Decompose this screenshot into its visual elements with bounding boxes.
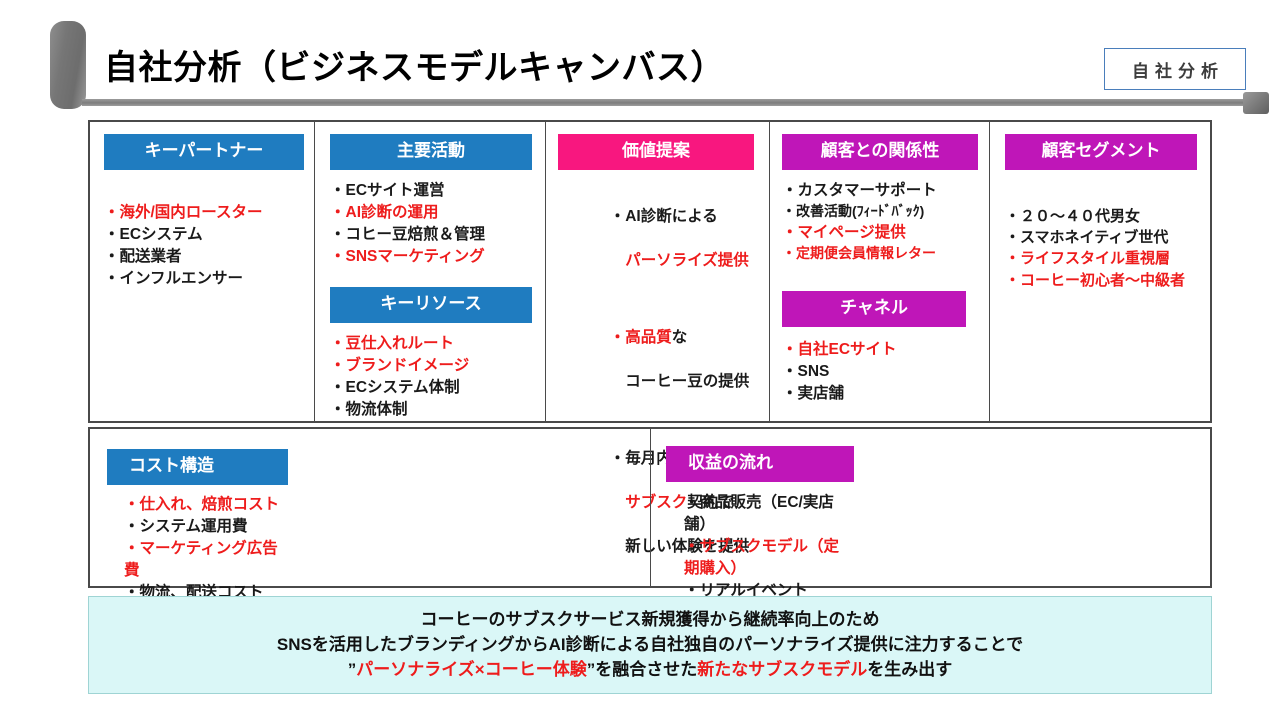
list-item: ・豆仕入れルート xyxy=(330,334,455,352)
list-item: ・物流体制 xyxy=(330,400,408,418)
section-title-key-resources: キーリソース xyxy=(330,287,532,323)
list-item-text: コーヒー豆の提供 xyxy=(609,372,750,390)
list-item: ・定期便会員情報レター xyxy=(782,244,936,261)
list-item: ・インフルエンサー xyxy=(104,269,244,287)
spacer xyxy=(558,294,754,305)
list-item-text: 契約で xyxy=(687,493,734,511)
spacer xyxy=(558,415,754,426)
item-list-customer-segments: ・２０～４０代男女 ・スマホネイティブ世代 ・ライフスタイル重視層 ・コーヒー初… xyxy=(1005,206,1197,291)
list-item: ・仕入れ、焙煎コスト xyxy=(124,495,280,513)
section-channels: チャネル ・自社ECサイト ・SNS ・実店舗 xyxy=(782,291,966,405)
section-key-partners: キーパートナー ・海外/国内ロースター ・ECシステム ・配送業者 ・インフルエ… xyxy=(104,134,304,290)
section-title-key-partners: キーパートナー xyxy=(104,134,304,170)
section-key-activities: 主要活動 ・ECサイト運営 ・AI診断の運用 ・コヒー豆焙煎＆管理 ・SNSマー… xyxy=(330,134,532,268)
list-item: ・ECシステム xyxy=(104,225,203,243)
section-customer-segments: 顧客セグメント ・２０～４０代男女 ・スマホネイティブ世代 ・ライフスタイル重視… xyxy=(1005,134,1197,291)
section-title-key-activities: 主要活動 xyxy=(330,134,532,170)
section-title-customer-segments: 顧客セグメント xyxy=(1005,134,1197,170)
header-decoration-knob xyxy=(50,21,86,109)
item-list-customer-relationships: ・カスタマーサポート ・改善活動(ﾌｨｰﾄﾞﾊﾞｯｸ) ・マイページ提供 ・定期… xyxy=(782,180,978,264)
list-item: ・SNSマーケティング xyxy=(330,247,485,265)
header-badge: 自社分析 xyxy=(1104,48,1246,90)
summary-line-1: コーヒーのサブスクサービス新規獲得から継続率向上のため xyxy=(420,609,880,629)
item-list-key-partners: ・海外/国内ロースター ・ECシステム ・配送業者 ・インフルエンサー xyxy=(104,202,304,290)
section-title-revenue-streams: 収益の流れ xyxy=(666,446,854,482)
summary-text: ”を融合させた xyxy=(586,660,698,680)
list-item: ・AI診断の運用 xyxy=(330,203,439,221)
canvas-column-revenue-streams: 収益の流れ ・商品販売（EC/実店舗） ・サブスクモデル（定期購入） ・リアルイ… xyxy=(651,429,1210,599)
list-item: ・システム運用費 xyxy=(124,517,248,535)
list-item-text: ・AI診断による xyxy=(609,207,718,225)
summary-text-highlight: パーソナライズ×コーヒー体験 xyxy=(356,660,587,680)
item-list-channels: ・自社ECサイト ・SNS ・実店舗 xyxy=(782,339,966,405)
section-title-value-proposition: 価値提案 xyxy=(558,134,754,170)
section-key-resources: キーリソース ・豆仕入れルート ・ブランドイメージ ・ECシステム体制 ・物流体… xyxy=(330,287,532,421)
summary-text: を生み出す xyxy=(867,660,953,680)
section-customer-relationships: 顧客との関係性 ・カスタマーサポート ・改善活動(ﾌｨｰﾄﾞﾊﾞｯｸ) ・マイペ… xyxy=(782,134,978,263)
list-item: ・海外/国内ロースター xyxy=(104,203,263,221)
list-item: ・商品販売（EC/実店舗） xyxy=(684,493,834,533)
list-item-text: 新しい体験を提供 xyxy=(609,537,750,555)
canvas-column-customer-segments: 顧客セグメント ・２０～４０代男女 ・スマホネイティブ世代 ・ライフスタイル重視… xyxy=(990,122,1210,421)
item-list-revenue-streams: ・商品販売（EC/実店舗） ・サブスクモデル（定期購入） ・リアルイベント xyxy=(684,492,854,602)
list-item: ・２０～４０代男女 xyxy=(1005,207,1141,225)
canvas-column-cost-structure: コスト構造 ・仕入れ、焙煎コスト ・システム運用費 ・マーケティング広告費 ・物… xyxy=(90,429,651,601)
summary-line-2: SNSを活用したブランディングからAI診断による自社独自のパーソナライズ提供に注… xyxy=(276,634,1024,654)
list-item: ・高品質な コーヒー豆の提供 xyxy=(558,305,754,415)
list-item: ・改善活動(ﾌｨｰﾄﾞﾊﾞｯｸ) xyxy=(782,202,925,219)
list-item: ・ブランドイメージ xyxy=(330,356,470,374)
list-item: ・コーヒー初心者～中級者 xyxy=(1005,271,1186,289)
canvas-column-key-partners: キーパートナー ・海外/国内ロースター ・ECシステム ・配送業者 ・インフルエ… xyxy=(90,122,315,421)
header-decoration-end-knob xyxy=(1243,92,1269,114)
list-item: ・リアルイベント xyxy=(684,581,808,599)
list-item: ・マイページ提供 xyxy=(782,223,906,241)
list-item: ・SNS xyxy=(782,362,830,380)
canvas-column-customer-relationships: 顧客との関係性 ・カスタマーサポート ・改善活動(ﾌｨｰﾄﾞﾊﾞｯｸ) ・マイペ… xyxy=(770,122,990,421)
section-revenue-streams: 収益の流れ ・商品販売（EC/実店舗） ・サブスクモデル（定期購入） ・リアルイ… xyxy=(666,446,854,602)
list-item: ・実店舗 xyxy=(782,384,845,402)
summary-text: ” xyxy=(347,660,357,680)
section-cost-structure: コスト構造 ・仕入れ、焙煎コスト ・システム運用費 ・マーケティング広告費 ・物… xyxy=(107,449,288,604)
item-list-key-resources: ・豆仕入れルート ・ブランドイメージ ・ECシステム体制 ・物流体制 xyxy=(330,333,532,421)
header-decoration-rule xyxy=(82,99,1247,106)
section-title-channels: チャネル xyxy=(782,291,966,327)
list-item: ・スマホネイティブ世代 xyxy=(1005,228,1169,246)
canvas-grid-top: キーパートナー ・海外/国内ロースター ・ECシステム ・配送業者 ・インフルエ… xyxy=(88,120,1212,555)
list-item-text: な xyxy=(671,328,688,346)
list-item: ・サブスクモデル（定期購入） xyxy=(684,537,840,577)
summary-line-3: ”パーソナライズ×コーヒー体験”を融合させた新たなサブスクモデルを生み出す xyxy=(348,659,952,681)
list-item-text-highlight: ・高品質 xyxy=(609,328,672,346)
list-item: ・自社ECサイト xyxy=(782,340,897,358)
list-item: ・コヒー豆焙煎＆管理 xyxy=(330,225,486,243)
section-title-customer-relationships: 顧客との関係性 xyxy=(782,134,978,170)
header-badge-label: 自社分析 xyxy=(1132,61,1224,81)
list-item-text-highlight: サブスク xyxy=(609,493,688,511)
summary-banner: コーヒーのサブスクサービス新規獲得から継続率向上のため SNSを活用したブランデ… xyxy=(88,596,1212,694)
item-list-cost-structure: ・仕入れ、焙煎コスト ・システム運用費 ・マーケティング広告費 ・物流、配送コス… xyxy=(124,494,288,604)
list-item: ・カスタマーサポート xyxy=(782,181,937,199)
canvas-column-value-proposition: 価値提案 ・AI診断による パーソライズ提供 ・高品質な コーヒー豆の提供 ・毎… xyxy=(546,122,770,555)
list-item: ・ECサイト運営 xyxy=(330,181,445,199)
list-item: ・AI診断による パーソライズ提供 xyxy=(558,184,754,294)
section-title-cost-structure: コスト構造 xyxy=(107,449,288,485)
list-item: ・ライフスタイル重視層 xyxy=(1005,250,1171,268)
list-item: ・ECシステム体制 xyxy=(330,378,460,396)
list-item-text-highlight: パーソライズ提供 xyxy=(609,251,749,269)
page-title: 自社分析（ビジネスモデルキャンバス） xyxy=(104,49,725,87)
item-list-key-activities: ・ECサイト運営 ・AI診断の運用 ・コヒー豆焙煎＆管理 ・SNSマーケティング xyxy=(330,180,532,268)
list-item: ・マーケティング広告費 xyxy=(124,539,278,579)
canvas-column-key-activities: 主要活動 ・ECサイト運営 ・AI診断の運用 ・コヒー豆焙煎＆管理 ・SNSマー… xyxy=(315,122,546,421)
canvas-grid-bottom: コスト構造 ・仕入れ、焙煎コスト ・システム運用費 ・マーケティング広告費 ・物… xyxy=(88,427,1212,601)
list-item: ・配送業者 xyxy=(104,247,182,265)
summary-text-highlight: 新たなサブスクモデル xyxy=(697,660,868,680)
